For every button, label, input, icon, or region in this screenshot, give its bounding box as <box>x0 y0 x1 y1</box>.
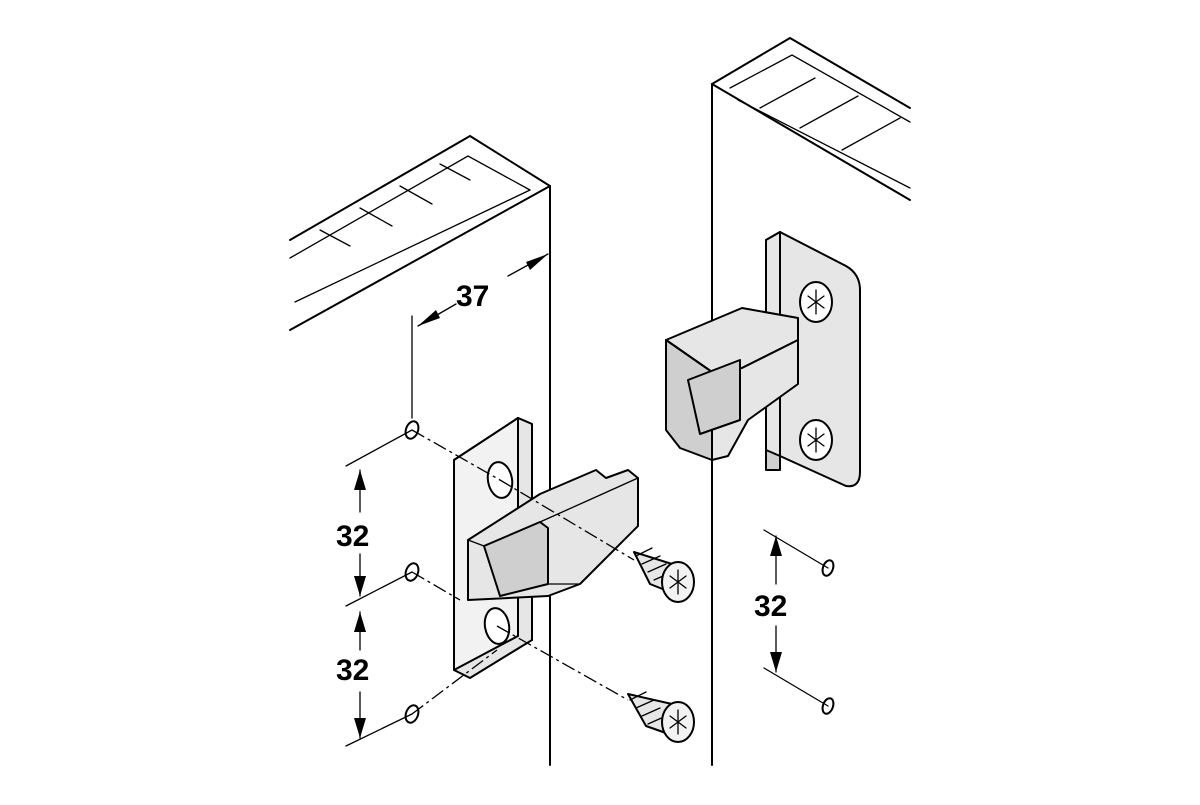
dimension-depth <box>411 253 549 419</box>
dimension-label-37: 37 <box>456 280 489 313</box>
left-cabinet-panel <box>289 135 551 766</box>
right-strike-bracket <box>665 231 861 488</box>
dimension-label-32-upper: 32 <box>336 520 369 553</box>
right-drill-holes <box>821 559 835 715</box>
screw-lower <box>627 691 695 743</box>
dimension-label-32-right: 32 <box>754 590 787 623</box>
right-cabinet-panel <box>711 37 911 766</box>
dimension-right-vertical <box>763 529 829 707</box>
left-catch-bracket <box>453 417 639 679</box>
screw-head-bottom <box>799 419 833 461</box>
left-drill-holes <box>404 420 420 724</box>
center-lines <box>411 429 635 715</box>
screw-head-top <box>799 281 833 323</box>
dimension-label-32-lower: 32 <box>336 654 369 687</box>
dimension-left-vertical <box>345 429 413 747</box>
screw-upper <box>633 547 695 603</box>
